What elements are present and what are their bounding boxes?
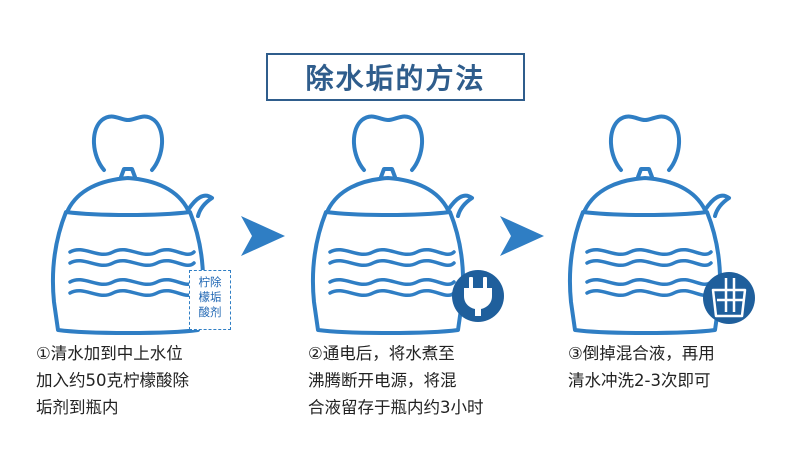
step-line: ②通电后，将水煮至	[308, 344, 455, 363]
step1-description: ①清水加到中上水位 加入约50克柠檬酸除 垢剂到瓶内	[36, 340, 189, 421]
step-line: 清水冲洗2-3次即可	[568, 371, 711, 390]
step-line: 加入约50克柠檬酸除	[36, 371, 189, 390]
page-title: 除水垢的方法	[266, 53, 525, 101]
step3-description: ③倒掉混合液，再用 清水冲洗2-3次即可	[568, 340, 715, 394]
citric-acid-label: 柠除 檬垢 酸剂	[189, 270, 231, 330]
step2-description: ②通电后，将水煮至 沸腾断开电源，将混 合液留存于瓶内约3小时	[308, 340, 484, 421]
step-line: 合液留存于瓶内约3小时	[308, 398, 484, 417]
step2-kettle-icon	[310, 114, 474, 335]
arrow-right-icon	[500, 216, 544, 256]
step-line: ①清水加到中上水位	[36, 344, 183, 363]
step-line: 垢剂到瓶内	[36, 398, 119, 417]
arrow-right-icon	[241, 216, 285, 256]
step-line: 沸腾断开电源，将混	[308, 371, 457, 390]
plug-icon	[452, 270, 504, 322]
step-line: ③倒掉混合液，再用	[568, 344, 715, 363]
cup-with-water-icon	[703, 272, 755, 324]
